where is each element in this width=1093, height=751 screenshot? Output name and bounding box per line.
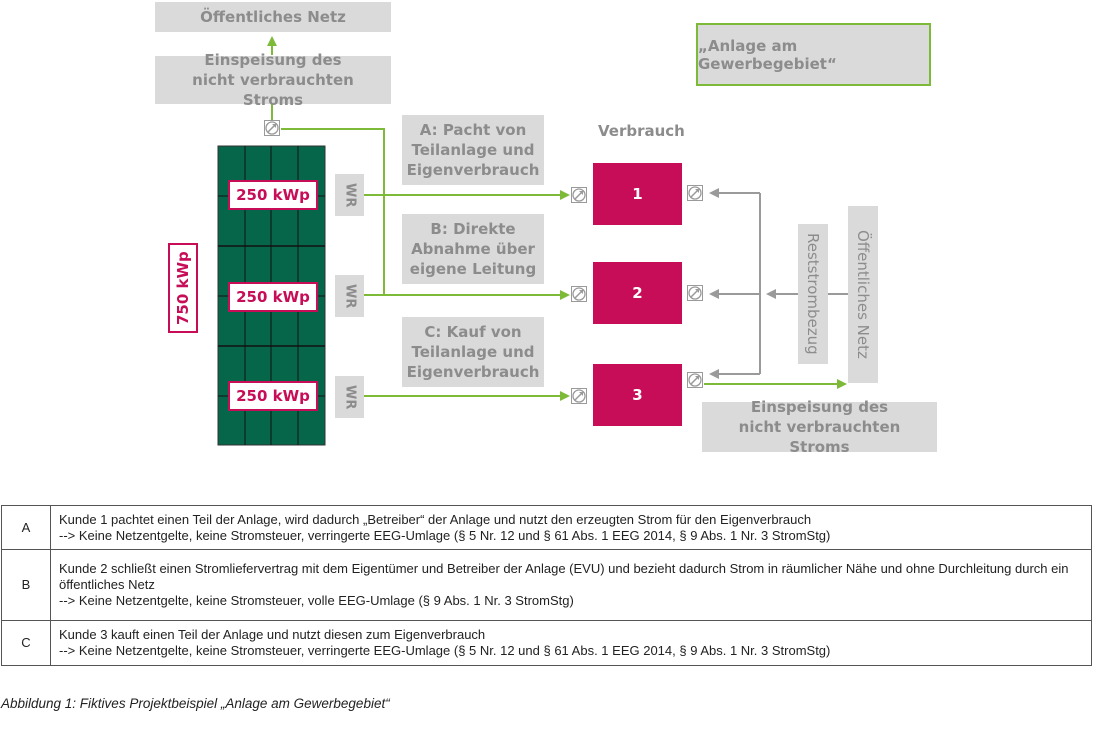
consumer-1: 1 xyxy=(593,163,682,225)
option-c-label: C: Kauf von Teilanlage und Eigenverbrauc… xyxy=(402,317,544,387)
meter-icon-in-1 xyxy=(571,187,587,203)
section-1-capacity: 250 kWp xyxy=(228,180,318,210)
row-line: Kunde 3 kauft einen Teil der Anlage und … xyxy=(59,627,486,642)
meter-icon-out-1 xyxy=(687,185,703,201)
row-line: --> Keine Netzentgelte, keine Stromsteue… xyxy=(59,527,831,543)
meter-icon-main xyxy=(264,120,280,136)
option-b-label: B: Direkte Abnahme über eigene Leitung xyxy=(402,214,544,284)
green-power-lines xyxy=(267,36,847,401)
consumer-2: 2 xyxy=(593,262,682,324)
legend-table: A Kunde 1 pachtet einen Teil der Anlage,… xyxy=(1,505,1092,666)
row-line: Kunde 2 schließt einen Stromliefervertra… xyxy=(59,561,1069,592)
inverter-3: WR xyxy=(335,376,364,418)
grid-right-box: Öffentliches Netz xyxy=(848,206,878,383)
grid-top-box: Öffentliches Netz xyxy=(155,2,391,32)
section-2-capacity: 250 kWp xyxy=(228,282,318,312)
line-meter-bus xyxy=(281,128,385,295)
meter-icon-in-2 xyxy=(571,286,587,302)
row-description: Kunde 1 pachtet einen Teil der Anlage, w… xyxy=(50,505,1092,550)
row-key: A xyxy=(1,505,51,550)
meter-icon-out-2 xyxy=(687,285,703,301)
row-description: Kunde 3 kauft einen Teil der Anlage und … xyxy=(50,620,1092,666)
project-title-box: „Anlage am Gewerbegebiet“ xyxy=(696,23,931,86)
table-row: B Kunde 2 schließt einen Stromliefervert… xyxy=(1,549,1092,621)
section-3-capacity: 250 kWp xyxy=(228,381,318,411)
row-key: B xyxy=(1,549,51,621)
figure-caption: Abbildung 1: Fiktives Projektbeispiel „A… xyxy=(1,696,390,711)
option-a-label: A: Pacht von Teilanlage und Eigenverbrau… xyxy=(402,115,544,185)
row-key: C xyxy=(1,620,51,666)
feed-in-top-box: Einspeisung des nicht verbrauchten Strom… xyxy=(155,51,391,109)
inverter-1: WR xyxy=(335,174,364,216)
inverter-2: WR xyxy=(335,275,364,317)
row-line: Kunde 1 pachtet einen Teil der Anlage, w… xyxy=(59,511,812,527)
gray-supply-lines xyxy=(709,188,848,379)
total-capacity-label: 750 kWp xyxy=(168,243,198,333)
row-description: Kunde 2 schließt einen Stromliefervertra… xyxy=(50,549,1092,621)
residual-supply-box: Reststrombezug xyxy=(798,224,828,364)
table-row: C Kunde 3 kauft einen Teil der Anlage un… xyxy=(1,620,1092,666)
feed-in-bottom-box: Einspeisung des nicht verbrauchten Strom… xyxy=(702,398,937,456)
consumption-heading: Verbrauch xyxy=(598,122,685,140)
row-line: --> Keine Netzentgelte, keine Stromsteue… xyxy=(59,593,574,608)
row-line: --> Keine Netzentgelte, keine Stromsteue… xyxy=(59,643,831,658)
meter-icon-in-3 xyxy=(571,388,587,404)
consumer-3: 3 xyxy=(593,364,682,426)
meter-icon-out-3 xyxy=(687,372,703,388)
table-row: A Kunde 1 pachtet einen Teil der Anlage,… xyxy=(1,505,1092,550)
